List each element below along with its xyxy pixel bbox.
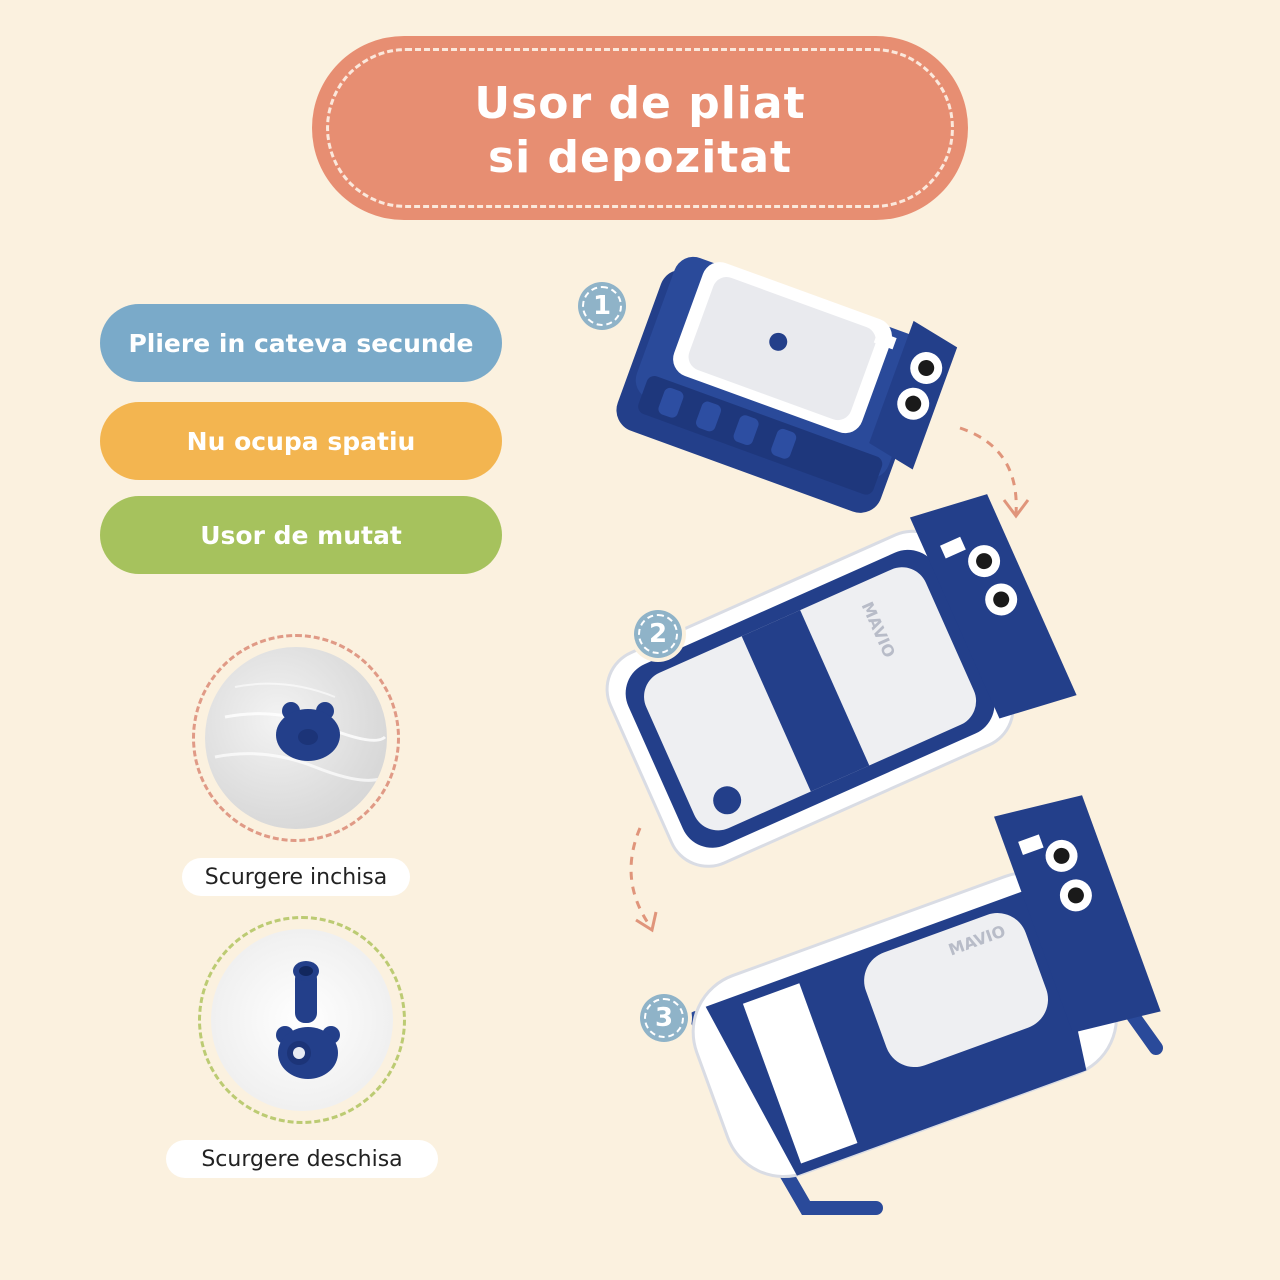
arrow-down-right-icon	[959, 426, 1030, 519]
drain-closed-caption: Scurgere inchisa	[182, 858, 410, 896]
title-line-1: Usor de pliat	[474, 78, 806, 129]
folded-tub-step-1	[616, 256, 958, 513]
title-line-2: si depozitat	[487, 132, 793, 183]
arrow-down-left-icon	[629, 827, 658, 933]
drain-plug-open-icon	[276, 961, 340, 1079]
drain-plug-closed-icon	[214, 682, 387, 782]
step-badge-3: 3	[640, 994, 688, 1042]
step-badge-2: 2	[634, 610, 682, 658]
half-open-tub-step-2: MAVIO	[605, 494, 1077, 868]
drain-closed-photo	[192, 634, 400, 842]
drain-open-caption: Scurgere deschisa	[166, 1140, 438, 1178]
step-badge-1: 1	[578, 282, 626, 330]
feature-pill-space-saving: Nu ocupa spatiu	[100, 402, 502, 480]
feature-pill-easy-move: Usor de mutat	[100, 496, 502, 574]
drain-open-photo	[198, 916, 406, 1124]
title-banner: Usor de pliat si depozitat	[312, 36, 968, 220]
open-tub-step-3: MAVIO	[689, 795, 1163, 1215]
feature-pill-fast-fold: Pliere in cateva secunde	[100, 304, 502, 382]
